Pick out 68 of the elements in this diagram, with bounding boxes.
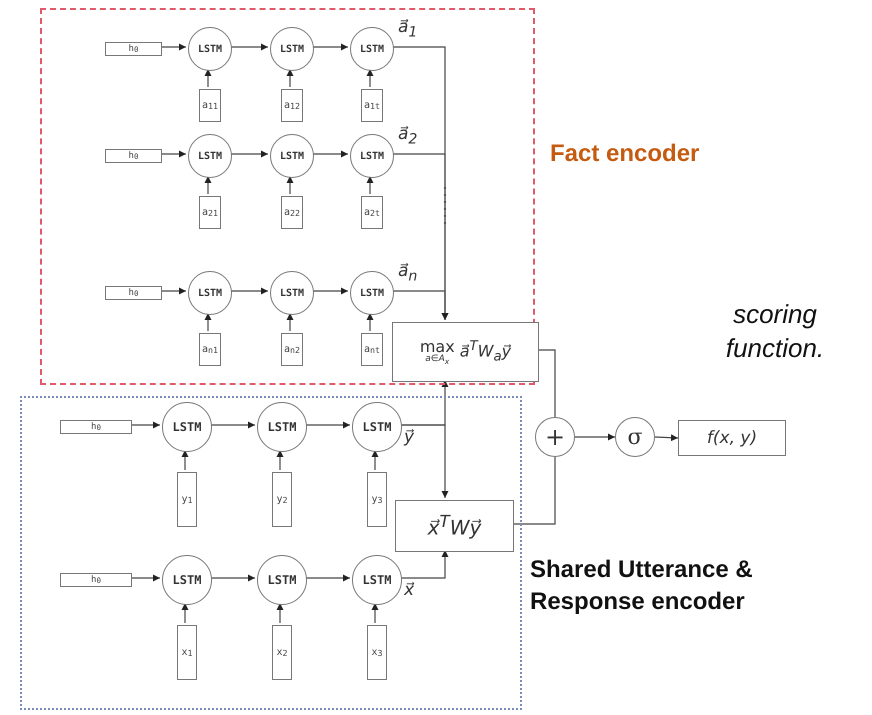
connector-arrow (305, 574, 350, 582)
connector-arrow (286, 69, 294, 87)
connector-arrow (204, 313, 212, 331)
connector-arrow (400, 550, 448, 579)
lstm-cell: LSTM (350, 134, 394, 178)
formula-box (678, 420, 786, 456)
edge-label: a⃗$_{2}$ (398, 126, 418, 147)
connector-arrow (654, 434, 678, 442)
connector-arrow (276, 603, 284, 623)
connector-arrow (210, 422, 255, 428)
connector-arrow (372, 450, 378, 470)
connector-arrow (230, 150, 268, 158)
lstm-cell: LSTM (270, 27, 314, 71)
lstm-cell: LSTM (162, 555, 212, 605)
connector-arrow (366, 176, 374, 194)
connector-arrow (182, 450, 188, 470)
connector-arrow (286, 176, 294, 194)
edge-label: x⃗ (404, 582, 414, 599)
connector-arrow (230, 288, 268, 294)
lstm-cell: LSTM (188, 271, 232, 315)
formula-subscript: a∈A$_{x}$ (425, 354, 450, 366)
annotation-text: scoring function. (724, 298, 826, 365)
lstm-cell: LSTM (270, 134, 314, 178)
edge-label: y⃗ (404, 429, 414, 446)
connector-arrow (575, 434, 615, 440)
scoring-formula-box (392, 322, 539, 382)
lstm-cell: LSTM (257, 402, 307, 452)
connector-arrow (130, 422, 160, 428)
edge-label: a⃗$_{1}$ (398, 19, 418, 40)
connector-arrow (366, 313, 374, 331)
connector-arrow (392, 290, 448, 320)
lstm-cell: LSTM (350, 271, 394, 315)
lstm-cell: LSTM (257, 555, 307, 605)
group-heading: Fact encoder (550, 139, 700, 169)
lstm-cell: LSTM (188, 27, 232, 71)
connector-arrow (366, 69, 374, 87)
connector-arrow (312, 288, 348, 294)
group-heading: Shared Utterance & Response encoder (530, 555, 754, 618)
operator-circle: σ (615, 417, 655, 457)
formula-text: f(x, y) (706, 428, 758, 448)
connector-arrow (312, 150, 348, 158)
connector-arrow (286, 313, 294, 331)
connector-arrow (276, 450, 284, 470)
connector-arrow (400, 424, 448, 498)
connector-arrow (160, 44, 186, 50)
formula-box (395, 500, 514, 552)
connector-arrow (372, 603, 378, 623)
formula-operator: max (420, 338, 455, 355)
connector-arrow (210, 574, 255, 582)
connector-arrow (160, 150, 186, 158)
connector-arrow (305, 422, 350, 428)
operator-circle: + (535, 417, 575, 457)
edge-label: a⃗$_{n}$ (398, 263, 418, 284)
formula-text: a⃗$^{T}$W$_{a}$y⃗ (460, 339, 512, 365)
connector-arrow (204, 69, 212, 87)
lstm-cell: LSTM (352, 402, 402, 452)
connector-arrow (312, 44, 348, 50)
connector-arrow (204, 176, 212, 194)
formula-text: x⃗$^{T}$Wy⃗ (428, 512, 482, 540)
connector-arrow (160, 288, 186, 294)
lstm-cell: LSTM (162, 402, 212, 452)
lstm-cell: LSTM (350, 27, 394, 71)
lstm-cell: LSTM (270, 271, 314, 315)
connector-arrow (230, 44, 268, 50)
connector-arrow (130, 574, 160, 582)
lstm-cell: LSTM (188, 134, 232, 178)
connector-arrow (182, 603, 188, 623)
lstm-cell: LSTM (352, 555, 402, 605)
